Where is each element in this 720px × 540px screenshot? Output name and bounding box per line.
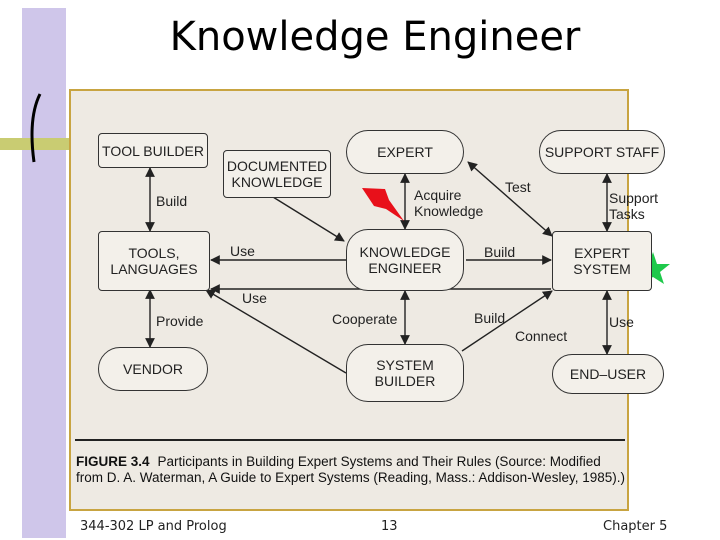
node-tools-languages: TOOLS, LANGUAGES [98, 231, 210, 291]
star-icon [636, 252, 670, 284]
figure-caption-label: FIGURE 3.4 [76, 454, 150, 469]
edge-builder-system [461, 290, 553, 352]
label-build-center: Build [484, 244, 516, 260]
label-cooperate: Cooperate [332, 311, 398, 327]
footer-page-number: 13 [381, 519, 398, 534]
edge-documented-engineer [272, 196, 345, 242]
node-end-user: END–USER [552, 354, 664, 394]
slide-title: Knowledge Engineer [169, 14, 581, 60]
decorative-sidebar [0, 8, 70, 538]
footer-course: 344-302 LP and Prolog [80, 519, 227, 534]
label-use-tools: Use [230, 243, 255, 259]
edge-builder-tools [205, 289, 347, 374]
label-use-right: Use [609, 314, 634, 330]
node-expert-system: EXPERT SYSTEM [552, 231, 652, 291]
node-system-builder: SYSTEM BUILDER [346, 344, 464, 402]
edge-expert-system-test [467, 161, 553, 237]
label-build-left: Build [156, 193, 188, 209]
label-connect: Connect [515, 328, 568, 344]
figure-caption-text: Participants in Building Expert Systems … [76, 454, 625, 485]
node-tool-builder: TOOL BUILDER [98, 133, 208, 168]
footer-chapter: Chapter 5 [603, 519, 668, 534]
label-support-tasks: Support Tasks [609, 190, 659, 222]
node-documented-knowledge: DOCUMENTED KNOWLEDGE [223, 150, 331, 198]
sidebar-olive-band [0, 138, 70, 150]
label-acquire-knowledge: Acquire Knowledge [414, 187, 484, 219]
lightning-bolt-icon [362, 188, 404, 221]
node-knowledge-engineer: KNOWLEDGE ENGINEER [346, 229, 464, 291]
node-vendor: VENDOR [98, 347, 208, 391]
label-use-lower: Use [242, 290, 267, 306]
label-test: Test [505, 179, 531, 195]
sidebar-bracket-curve [30, 93, 42, 163]
node-support-staff: SUPPORT STAFF [539, 130, 665, 174]
label-provide: Provide [156, 313, 204, 329]
sidebar-lavender-strip [22, 8, 66, 538]
node-expert: EXPERT [346, 130, 464, 174]
label-build-lower: Build [474, 310, 506, 326]
